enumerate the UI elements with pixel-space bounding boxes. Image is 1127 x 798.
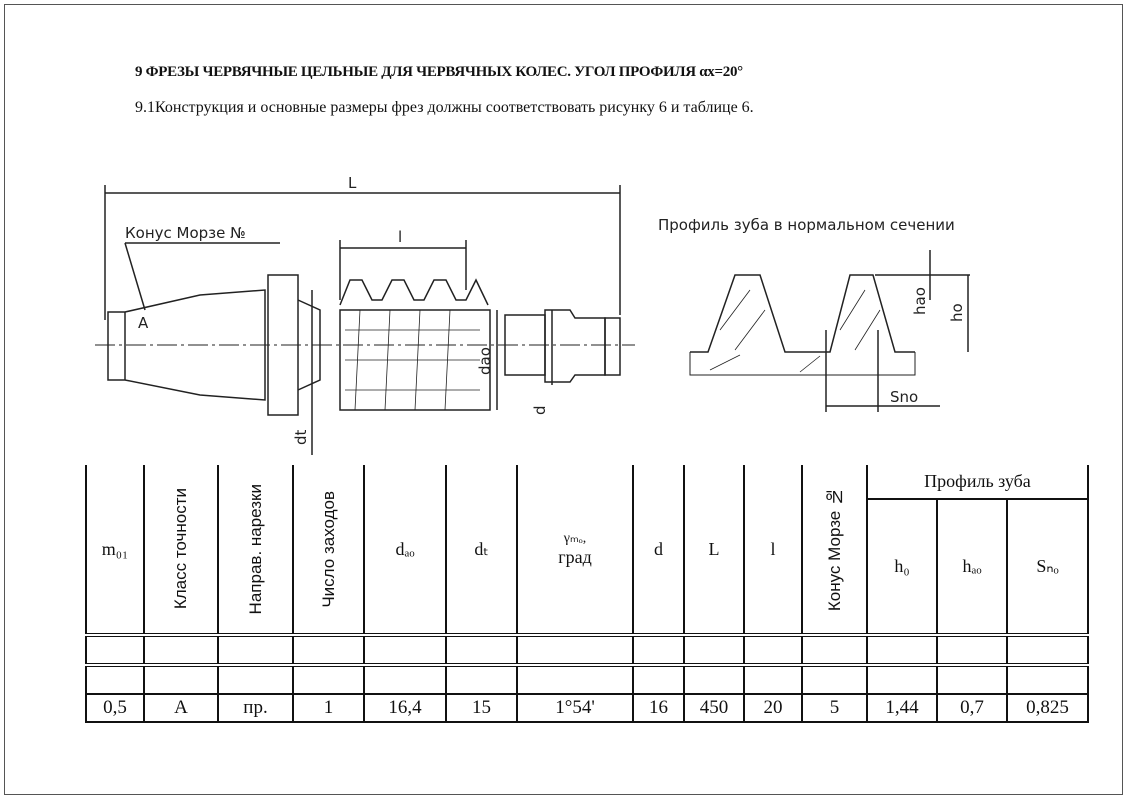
col-starts: Число заходов bbox=[318, 490, 338, 608]
cell: 1 bbox=[292, 693, 365, 723]
cell: 0,825 bbox=[1006, 693, 1089, 723]
cell: 16,4 bbox=[363, 693, 447, 723]
col-d: d bbox=[632, 465, 685, 635]
col-gamma: γₘₒ,град bbox=[516, 465, 634, 635]
col-class: Класс точности bbox=[171, 488, 190, 610]
cell: 0,5 bbox=[85, 693, 145, 723]
col-l: l bbox=[743, 465, 803, 635]
cell: 1,44 bbox=[866, 693, 938, 723]
dim-dt: dt bbox=[292, 429, 310, 445]
cutter-drawing: L A Конус Морзе № l dao d dt Профиль зуб… bbox=[95, 174, 970, 455]
cell: 5 bbox=[801, 693, 868, 723]
cone-label: A bbox=[138, 314, 149, 332]
profile-title: Профиль зуба в нормальном сечении bbox=[658, 216, 955, 234]
cell: пр. bbox=[217, 693, 294, 723]
col-dao: dₐₒ bbox=[363, 465, 447, 635]
cell: 15 bbox=[445, 693, 518, 723]
cell: 0,7 bbox=[936, 693, 1008, 723]
page-border bbox=[4, 4, 1123, 795]
cell: А bbox=[143, 693, 219, 723]
cell: 16 bbox=[632, 693, 685, 723]
morse-label: Конус Морзе № bbox=[125, 224, 246, 242]
col-L: L bbox=[683, 465, 745, 635]
col-direction: Направ. нарезки bbox=[245, 483, 265, 615]
cell: 450 bbox=[683, 693, 745, 723]
dim-d: d bbox=[531, 405, 549, 415]
dim-ho: ho bbox=[948, 303, 966, 322]
table-row-empty bbox=[85, 663, 1089, 694]
dim-sno: Sno bbox=[890, 388, 918, 406]
table-row-empty bbox=[85, 633, 1089, 665]
group-profile: Профиль зуба bbox=[866, 465, 1089, 500]
col-dt: dₜ bbox=[445, 465, 518, 635]
cell: 20 bbox=[743, 693, 803, 723]
dim-l: l bbox=[398, 228, 402, 246]
col-m: m₀₁ bbox=[85, 465, 145, 635]
col-sno: Sₙₒ bbox=[1006, 498, 1089, 635]
col-ho: h₀ bbox=[866, 498, 938, 635]
section-text: 9.1Конструкция и основные размеры фрез д… bbox=[135, 99, 754, 116]
col-hao: hₐₒ bbox=[936, 498, 1008, 635]
dim-dao: dao bbox=[476, 347, 494, 375]
col-morse: Конус Морзе № bbox=[824, 486, 844, 612]
dimensions-table: m₀₁ Класс точности Направ. нарезки Число… bbox=[85, 465, 1089, 723]
dim-L: L bbox=[348, 174, 357, 192]
dim-hao: hao bbox=[911, 287, 929, 315]
section-heading: 9 ФРЕЗЫ ЧЕРВЯЧНЫЕ ЦЕЛЬНЫЕ ДЛЯ ЧЕРВЯЧНЫХ … bbox=[135, 64, 743, 80]
cell: 1°54' bbox=[516, 693, 634, 723]
